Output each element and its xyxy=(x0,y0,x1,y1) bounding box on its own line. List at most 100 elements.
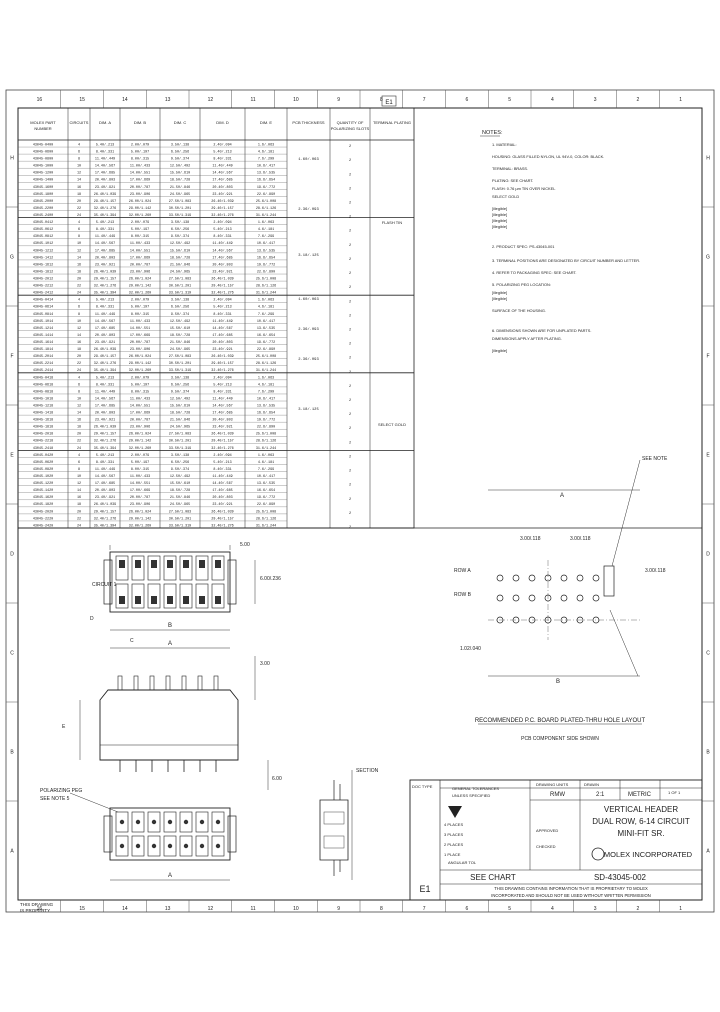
table-cell: 17.40/.685 xyxy=(212,333,232,338)
note-line: [illegible] xyxy=(492,224,507,229)
table-cell: 33.50/1.319 xyxy=(169,523,191,528)
table-cell: 11.00/.433 xyxy=(130,474,150,479)
table-cell: 8.00/.315 xyxy=(131,312,149,317)
table-cell: 22 xyxy=(77,440,81,444)
table-cell: 21.50/.846 xyxy=(170,340,190,345)
table-cell: 12.50/.492 xyxy=(170,319,190,324)
note-line: 1. MATERIAL: xyxy=(492,142,517,147)
tb-small-2: DRAWING UNITS xyxy=(536,782,569,787)
table-cell: 33.50/1.319 xyxy=(169,368,191,373)
tb-units: METRIC xyxy=(628,792,652,798)
table-slot-qty: 2 xyxy=(349,244,351,248)
table-cell: 9.50/.374 xyxy=(171,312,189,317)
table-cell: 8.40/.331 xyxy=(96,460,114,465)
table-cell: 43045-0414 xyxy=(33,299,53,303)
table-cell: 6.50/.256 xyxy=(171,382,189,387)
zone-letter-left: D xyxy=(10,552,14,558)
table-cell: 18.50/.728 xyxy=(170,333,190,338)
table-cell: 29.00/1.142 xyxy=(129,206,151,211)
table-cell: 26.40/1.039 xyxy=(211,354,233,359)
note-line: [illegible] xyxy=(492,212,507,217)
table-cell: 20.40/.803 xyxy=(95,333,115,338)
table-slot-qty: 2 xyxy=(349,455,351,459)
table-cell: 20.00/.787 xyxy=(130,418,150,423)
zone-letter-right: D xyxy=(706,552,710,558)
table-slot-qty: 2 xyxy=(349,498,351,502)
table-cell: 22.6/.890 xyxy=(257,502,275,507)
table-cell: 5.00/.197 xyxy=(131,305,149,310)
table-cell: 1.6/.063 xyxy=(258,453,274,458)
table-cell: 14.00/.551 xyxy=(130,403,150,408)
table-cell: 29.40/1.157 xyxy=(211,284,233,289)
table-cell: 24.50/.965 xyxy=(170,425,190,430)
table-slot-qty: 2 xyxy=(349,343,351,347)
table-cell: 29.00/1.142 xyxy=(129,361,151,366)
table-cell: 43045-1012 xyxy=(33,242,53,246)
table-cell: 43045-0420 xyxy=(33,454,53,458)
table-cell: 26.40/1.039 xyxy=(94,425,116,430)
table-pcb-thickness: 1.60/.063 xyxy=(298,157,319,162)
table-cell: 3.50/.138 xyxy=(171,142,189,147)
table-cell: 43045-1618 xyxy=(33,419,53,423)
table-cell: 32.00/1.260 xyxy=(129,523,151,528)
zone-letter-left: G xyxy=(10,255,14,261)
table-cell: 11.00/.433 xyxy=(130,319,150,324)
table-slot-qty: 2 xyxy=(349,216,351,220)
table-cell: 26.40/1.039 xyxy=(94,192,116,197)
table-cell: 12 xyxy=(77,172,81,176)
table-cell: 18 xyxy=(77,503,81,507)
table-cell: 17.40/.685 xyxy=(95,248,115,253)
table-cell: 10.6/.417 xyxy=(257,396,275,401)
table-cell: 31.6/1.244 xyxy=(256,368,276,373)
table-cell: 32.40/1.276 xyxy=(211,213,233,218)
zone-letter-left: E xyxy=(10,453,14,459)
table-cell: 14.40/.567 xyxy=(95,474,115,479)
table-cell: 16 xyxy=(77,496,81,500)
table-cell: 28.6/1.126 xyxy=(256,439,276,444)
table-cell: 22 xyxy=(77,517,81,521)
tb-company: MOLEX INCORPORATED xyxy=(604,850,693,859)
table-cell: 26.00/1.024 xyxy=(129,199,151,204)
table-cell: 43045-1614 xyxy=(33,341,53,345)
tb-rev: E1 xyxy=(419,884,430,894)
table-cell: 22 xyxy=(77,207,81,211)
table-cell: 23.40/.921 xyxy=(212,347,232,352)
table-cell: 8 xyxy=(78,390,80,394)
table-cell: 17.00/.669 xyxy=(130,488,150,493)
table-cell: 31.6/1.244 xyxy=(256,523,276,528)
table-cell: 23.40/.921 xyxy=(212,192,232,197)
table-slot-qty: 2 xyxy=(349,470,351,474)
top-view-label-width: 6.00/.236 xyxy=(260,576,281,582)
table-slot-qty: 2 xyxy=(349,427,351,431)
table-cell: 4.6/.181 xyxy=(258,460,274,465)
table-cell: 43045-1818 xyxy=(33,426,53,430)
table-cell: 43045-2200 xyxy=(33,207,53,211)
table-cell: 35.40/1.394 xyxy=(94,446,116,451)
table-cell: 43045-0800 xyxy=(33,158,53,162)
table-cell: 20.40/.803 xyxy=(212,185,232,190)
title-block: GENERAL TOLERANCES UNLESS SPECIFIED DRAW… xyxy=(409,779,703,901)
table-cell: 29.00/1.142 xyxy=(129,439,151,444)
table-cell: 16.6/.654 xyxy=(257,178,275,183)
projection-symbol xyxy=(448,806,462,818)
table-cell: 5.40/.213 xyxy=(96,453,114,458)
note-line: [illegible] xyxy=(492,290,507,295)
table-cell: 22.6/.890 xyxy=(257,347,275,352)
table-cell: 9.50/.374 xyxy=(171,234,189,239)
table-cell: 43045-0614 xyxy=(33,306,53,310)
note-line: SELECT GOLD xyxy=(492,194,519,199)
tb-small-5: CHECKED xyxy=(536,844,556,849)
note-line: PLATING: SEE CHART. xyxy=(492,178,533,183)
table-cell: 29.40/1.157 xyxy=(211,516,233,521)
table-header: DIM. B xyxy=(134,120,147,125)
bottom-view-label-a: A xyxy=(168,873,172,879)
table-cell: 25.6/1.008 xyxy=(256,199,276,204)
table-cell: 23.40/.921 xyxy=(95,262,115,267)
zone-letter-right: G xyxy=(706,255,710,261)
table-cell: 28.6/1.126 xyxy=(256,516,276,521)
tb-small-9: 2 PLACES xyxy=(444,842,463,847)
table-slot-qty: 2 xyxy=(349,371,351,375)
zone-number-bottom: 16 xyxy=(37,906,43,912)
table-cell: 8.00/.315 xyxy=(131,389,149,394)
table-cell: 8.40/.331 xyxy=(96,150,114,155)
